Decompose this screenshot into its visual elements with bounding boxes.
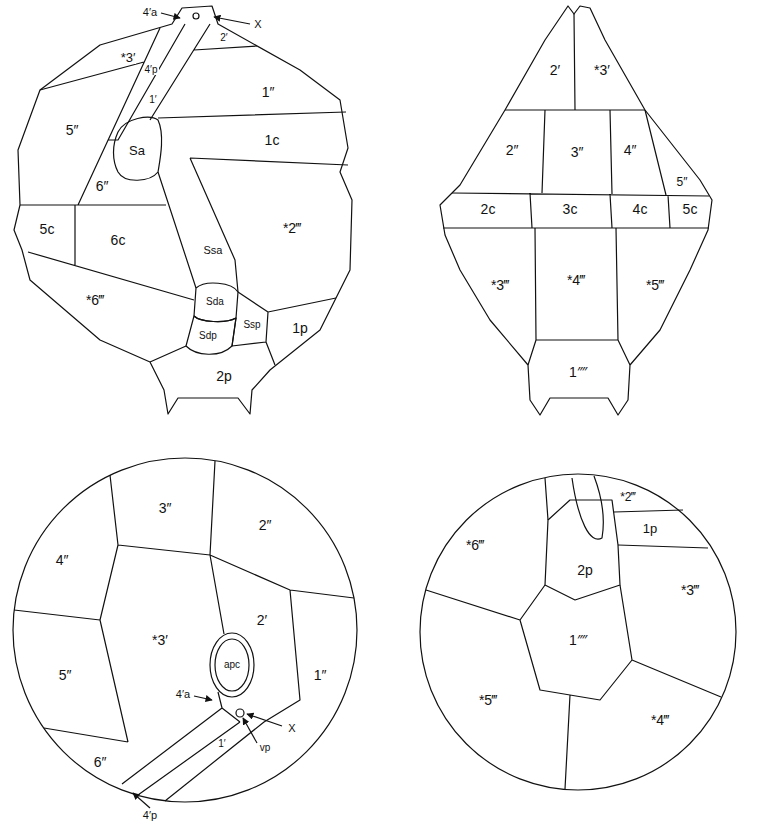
plate-label: *3‴ xyxy=(680,583,700,597)
plate-sutures xyxy=(426,478,721,789)
plate-label: Ssp xyxy=(242,320,261,330)
plate-label: 1′ xyxy=(148,95,157,105)
plate-sutures xyxy=(443,14,709,365)
plate-label: 2″ xyxy=(505,143,520,157)
plate-label: Ssa xyxy=(203,245,224,256)
cell-outline xyxy=(440,6,712,415)
leader-line xyxy=(214,17,250,24)
plate-label: *3′ xyxy=(593,63,611,77)
leader-line xyxy=(161,13,180,18)
sulcal-plate xyxy=(545,500,620,600)
cell-outline xyxy=(14,6,352,414)
plate-label: 6c xyxy=(110,233,127,247)
cell-outline xyxy=(13,458,357,802)
plate-label: 2p xyxy=(215,369,233,383)
plate-label: apc xyxy=(223,660,241,670)
leader-line xyxy=(247,714,282,726)
plate-label: 1⁗ xyxy=(568,633,588,647)
sulcal-plate xyxy=(114,117,162,180)
plate-label: *6‴ xyxy=(465,538,485,552)
plate-label: 1c xyxy=(264,133,281,147)
apical-pore xyxy=(193,13,199,19)
plate-label: 2′ xyxy=(549,63,561,77)
plate-label: *4‴ xyxy=(650,713,670,727)
ventral-pore xyxy=(236,709,244,717)
plate-label: 1p xyxy=(642,522,658,535)
plate-label: 6″ xyxy=(95,179,110,193)
apical-pore-complex xyxy=(210,633,254,697)
plate-label: vp xyxy=(259,743,272,753)
plate-label: 1⁗ xyxy=(568,365,588,379)
plate-label: 5c xyxy=(682,202,699,216)
plate-label: Sa xyxy=(128,144,146,157)
plate-label: *5‴ xyxy=(478,693,498,707)
leader-line xyxy=(243,718,257,743)
plate-label: *4‴ xyxy=(566,273,586,287)
plate-label: Sda xyxy=(205,297,225,307)
apical-pore-complex xyxy=(215,639,249,691)
sulcal-plate xyxy=(194,283,238,322)
plate-label: 6″ xyxy=(93,755,108,769)
cell-outline xyxy=(420,474,736,790)
plate-label: 3″ xyxy=(570,145,585,159)
plate-label: *6‴ xyxy=(85,293,105,307)
plate-label: 4′a xyxy=(142,7,158,18)
plate-label: X xyxy=(253,19,262,30)
plate-label: *2‴ xyxy=(282,221,302,235)
plate-label: *3‴ xyxy=(490,278,510,292)
plate-label: Sdp xyxy=(198,331,218,341)
sulcal-plate xyxy=(186,316,236,354)
leader-line xyxy=(194,696,212,700)
sulcal-lobe xyxy=(572,476,603,539)
plate-sutures xyxy=(14,461,354,801)
plate-label: *5‴ xyxy=(645,278,665,292)
plate-label: 4″ xyxy=(55,553,70,567)
plate-label: 3c xyxy=(562,202,579,216)
plate-label: 2″ xyxy=(258,518,273,532)
plate-label: 4c xyxy=(632,202,649,216)
plate-label: *3′ xyxy=(120,51,137,64)
plate-label: 1p xyxy=(291,321,309,335)
plate-label: 2′ xyxy=(219,33,228,43)
plate-label: 4′p xyxy=(144,65,159,75)
plate-label: 5″ xyxy=(65,123,80,137)
plate-label: 4″ xyxy=(623,143,638,157)
plate-label: 3″ xyxy=(158,501,173,515)
plate-label: 4′p xyxy=(142,810,158,821)
plate-label: 5″ xyxy=(58,668,73,682)
plate-label: *2‴ xyxy=(619,491,637,503)
plate-label: 1″ xyxy=(261,85,276,99)
plate-label: 2p xyxy=(576,563,594,577)
plate-label: 5″ xyxy=(676,176,689,188)
plate-label: 5c xyxy=(39,222,56,236)
plate-label: 2′ xyxy=(256,613,268,627)
leader-line xyxy=(133,793,150,808)
plate-label: X xyxy=(287,723,296,734)
plate-label: 4′a xyxy=(175,689,191,700)
plate-label: 1″ xyxy=(313,668,328,682)
plate-label: 2c xyxy=(480,202,497,216)
plate-label: *3′ xyxy=(151,633,169,647)
plate-sutures xyxy=(20,24,348,365)
plate-label: 1′ xyxy=(217,739,226,749)
